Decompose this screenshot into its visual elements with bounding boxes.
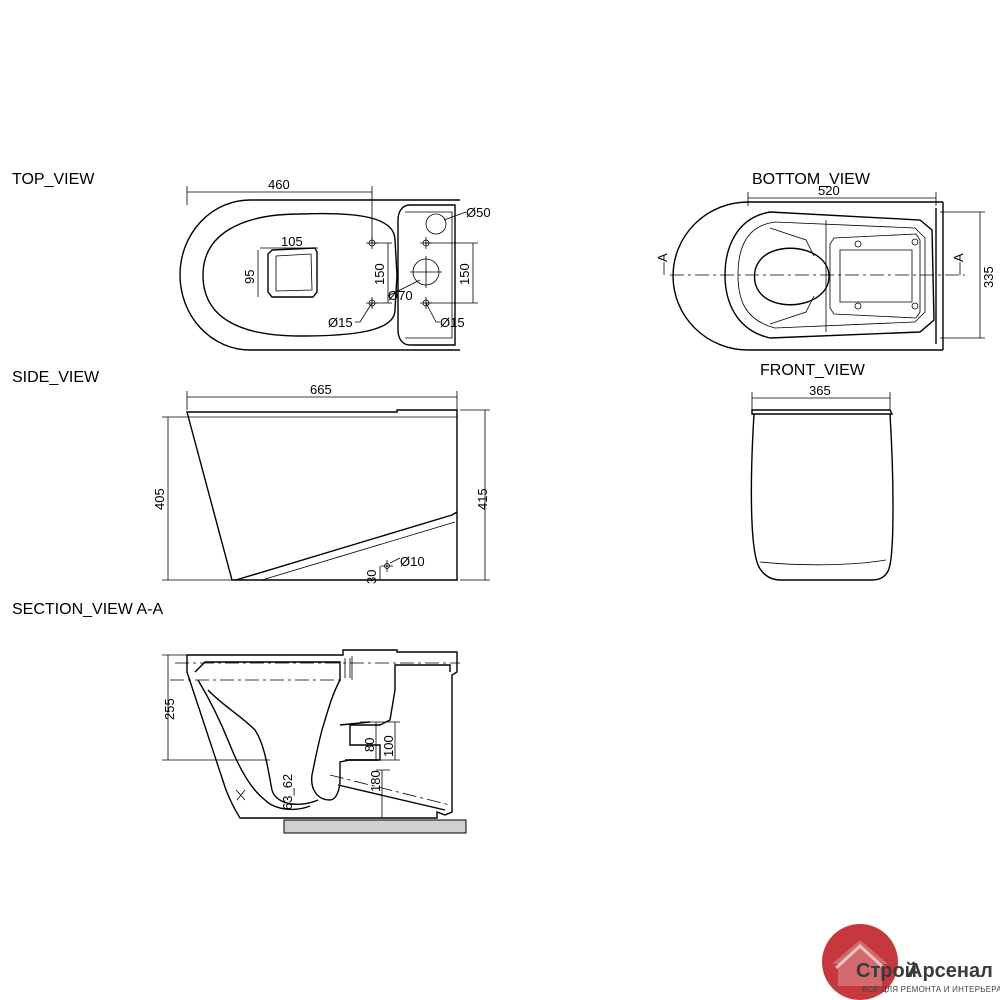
title-front-view: FRONT_VIEW xyxy=(760,362,866,379)
logo-tagline: ВСЕ ДЛЯ РЕМОНТА И ИНТЕРЬЕРА xyxy=(862,985,1000,994)
dim-side-height-back: 415 xyxy=(475,488,490,510)
dim-top-width: 460 xyxy=(268,177,290,192)
dim-side-height-front: 405 xyxy=(152,488,167,510)
section-mark-left: A xyxy=(655,253,670,262)
dim-fix-hole: Ø10 xyxy=(400,554,425,569)
logo-name-part2: Арсенал xyxy=(908,960,993,982)
dim-hole-d70: Ø70 xyxy=(388,288,413,303)
dim-outlet-height: 95 xyxy=(242,270,257,284)
dim-section-63-62: 63_62 xyxy=(280,774,295,810)
brand-logo: Строй Арсенал ВСЕ ДЛЯ РЕМОНТА И ИНТЕРЬЕР… xyxy=(822,924,1000,1000)
dim-section-80: 80 xyxy=(362,738,377,752)
dim-hole-spacing-left: 150 xyxy=(372,263,387,285)
section-mark-right: A xyxy=(951,253,966,262)
side-view: 665 405 415 Ø10 30 xyxy=(152,382,490,584)
top-view: 460 105 95 150 150 Ø50 Ø70 Ø15 Ø15 xyxy=(179,177,491,351)
dim-front-width: 365 xyxy=(809,383,831,398)
floor-slab xyxy=(283,819,467,834)
section-view: 255 80 100 180 63_62 xyxy=(162,649,467,834)
dim-hole-d15-right: Ø15 xyxy=(440,315,465,330)
dim-fix-height: 30 xyxy=(364,570,379,584)
dim-section-100: 100 xyxy=(381,735,396,757)
dim-section-180: 180 xyxy=(368,770,383,792)
dim-hole-d15-left: Ø15 xyxy=(328,315,353,330)
dim-hole-spacing-right: 150 xyxy=(457,263,472,285)
house-icon xyxy=(832,940,888,986)
title-bottom-view: BOTTOM_VIEW xyxy=(752,171,871,188)
bottom-view: A A 520 335 xyxy=(655,183,996,351)
dim-side-length: 665 xyxy=(310,382,332,397)
dim-bottom-height: 335 xyxy=(981,266,996,288)
logo-name-part1: Строй xyxy=(856,960,917,982)
logo-circle xyxy=(822,924,898,1000)
front-view: 365 xyxy=(750,383,894,581)
dim-section-255: 255 xyxy=(162,698,177,720)
title-top-view: TOP_VIEW xyxy=(12,171,95,188)
dim-hole-d50: Ø50 xyxy=(466,205,491,220)
title-section-view: SECTION_VIEW A-A xyxy=(12,601,163,618)
dim-outlet-width: 105 xyxy=(281,234,303,249)
title-side-view: SIDE_VIEW xyxy=(12,369,100,386)
dim-bottom-width: 520 xyxy=(818,183,840,198)
